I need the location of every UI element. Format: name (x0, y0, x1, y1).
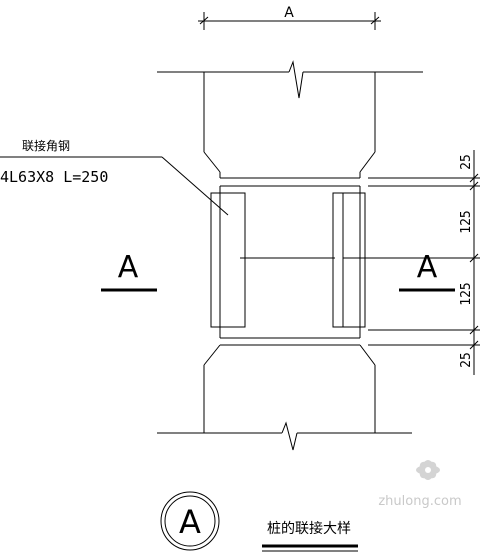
section-mark-left: A (101, 250, 157, 292)
dimension-125-upper: 125 (459, 210, 474, 233)
connection-zone (210, 186, 366, 338)
vertical-dimensions: 25 125 125 25 (368, 150, 480, 375)
connector-label: 联接角钢 (22, 138, 70, 153)
watermark: zhulong.com (378, 460, 462, 509)
section-mark-right-label: A (417, 250, 438, 285)
connector-annotation: 联接角钢 4L63X8 L=250 (0, 138, 229, 216)
right-connecting-angle (332, 192, 366, 328)
detail-symbol-label: A (179, 503, 201, 541)
section-mark-right: A (343, 250, 455, 292)
drawing-title-text: 桩的联接大样 (267, 520, 351, 537)
dimension-125-lower: 125 (459, 282, 474, 305)
detail-symbol: A (160, 491, 220, 551)
dimension-25-top: 25 (459, 154, 474, 170)
watermark-text: zhulong.com (378, 494, 461, 509)
watermark-logo-icon (416, 460, 440, 480)
left-connecting-angle (210, 192, 246, 328)
section-mark-left-label: A (118, 250, 139, 285)
dimension-25-bottom: 25 (459, 352, 474, 368)
top-width-label: A (284, 5, 294, 21)
connector-spec: 4L63X8 L=250 (0, 168, 108, 186)
lower-pile (157, 337, 412, 451)
drawing-title: 桩的联接大样 (262, 520, 358, 552)
upper-pile (157, 60, 423, 187)
top-width-dimension: A (198, 5, 381, 30)
